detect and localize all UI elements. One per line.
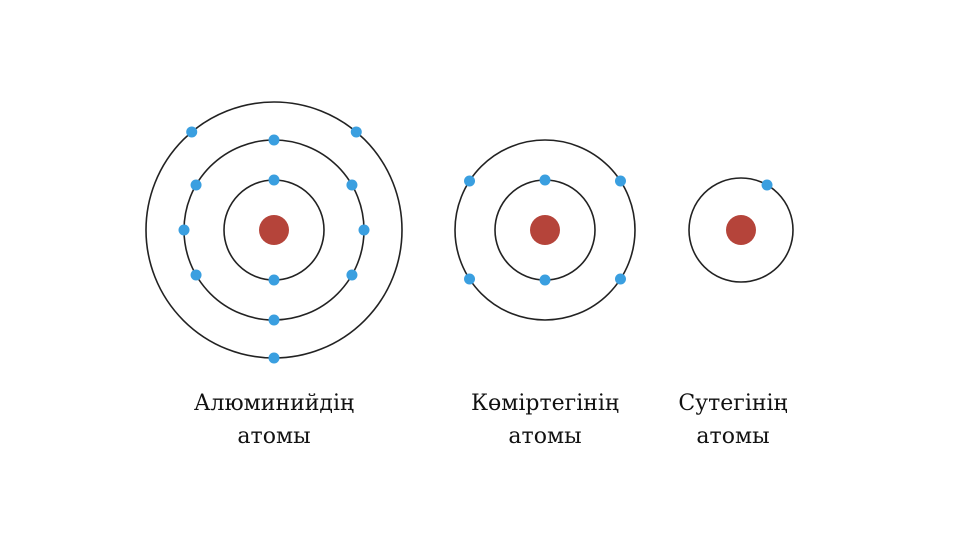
aluminum-nucleus <box>259 215 289 245</box>
aluminum-electron <box>268 134 280 146</box>
hydrogen-orbit-1 <box>688 177 794 283</box>
carbon-electron <box>539 274 551 286</box>
carbon-electron <box>464 273 476 285</box>
aluminum-electron <box>346 179 358 191</box>
aluminum-electron <box>350 126 362 138</box>
aluminum-electron <box>268 174 280 186</box>
aluminum-electron <box>268 314 280 326</box>
carbon-electron <box>614 175 626 187</box>
carbon-electron <box>614 273 626 285</box>
aluminum-electron <box>186 126 198 138</box>
hydrogen-label-line1: Сутегінің <box>678 391 788 416</box>
carbon-electron <box>539 174 551 186</box>
carbon-label-line2: атомы <box>508 424 582 449</box>
hydrogen-nucleus <box>726 215 756 245</box>
carbon-label: Көміртегінің атомы <box>425 387 665 453</box>
aluminum-label-line1: Алюминийдің <box>193 391 355 416</box>
aluminum-electron <box>190 179 202 191</box>
aluminum-electron <box>346 269 358 281</box>
carbon-nucleus <box>530 215 560 245</box>
carbon-electron <box>464 175 476 187</box>
hydrogen-electron <box>761 179 773 191</box>
carbon-label-line1: Көміртегінің <box>470 391 620 416</box>
hydrogen-label-line2: атомы <box>696 424 770 449</box>
hydrogen-label: Сутегінің атомы <box>613 387 853 453</box>
aluminum-electron <box>190 269 202 281</box>
carbon-orbit-2 <box>454 139 636 321</box>
aluminum-electron <box>268 352 280 364</box>
aluminum-electron <box>178 224 190 236</box>
aluminum-label-line2: атомы <box>237 424 311 449</box>
aluminum-electron <box>358 224 370 236</box>
aluminum-label: Алюминийдің атомы <box>154 387 394 453</box>
aluminum-electron <box>268 274 280 286</box>
